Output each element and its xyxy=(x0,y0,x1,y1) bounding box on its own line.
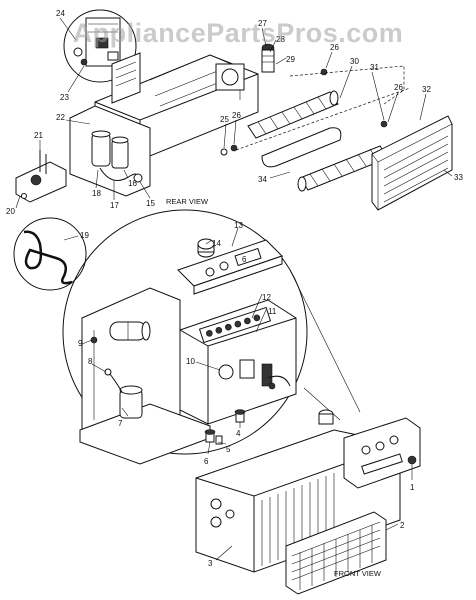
callout-23: 23 xyxy=(60,93,69,102)
callout-13: 13 xyxy=(234,221,243,230)
callout-18: 18 xyxy=(92,189,101,198)
rear-assembly xyxy=(63,9,453,211)
rear-view-label: REAR VIEW xyxy=(166,197,209,206)
callout-24: 24 xyxy=(56,9,65,18)
callout-5: 5 xyxy=(226,445,231,454)
callout-12: 12 xyxy=(262,293,271,302)
callout-3: 3 xyxy=(208,559,213,568)
control-detail-circle xyxy=(62,209,361,465)
callout-14: 14 xyxy=(212,239,221,248)
callout-32: 32 xyxy=(422,85,431,94)
callout-33: 33 xyxy=(454,173,463,182)
callout-21: 21 xyxy=(34,131,43,140)
callout-17: 17 xyxy=(110,201,119,210)
callout-28: 28 xyxy=(276,35,285,44)
callout-8: 8 xyxy=(88,357,93,366)
callout-26b: 26 xyxy=(394,83,403,92)
callout-31: 31 xyxy=(370,63,379,72)
callout-4: 4 xyxy=(236,429,241,438)
callout-26: 26 xyxy=(330,43,339,52)
callout-11: 11 xyxy=(268,307,277,316)
callout-16: 16 xyxy=(128,179,137,188)
callout-25: 25 xyxy=(220,115,229,124)
callout-15: 15 xyxy=(146,199,155,208)
front-unit xyxy=(195,409,421,595)
front-view-label: FRONT VIEW xyxy=(334,569,382,578)
callout-7: 7 xyxy=(118,419,123,428)
front-grille xyxy=(285,511,387,595)
inset-circle-control xyxy=(63,9,137,83)
callout-34: 34 xyxy=(258,175,267,184)
callout-9: 9 xyxy=(78,339,83,348)
callout-20: 20 xyxy=(6,207,15,216)
callout-1: 1 xyxy=(410,483,415,492)
callout-29: 29 xyxy=(286,55,295,64)
callout-22: 22 xyxy=(56,113,65,122)
tubing-inset xyxy=(13,217,87,291)
leader-lines xyxy=(15,17,453,561)
callout-19: 19 xyxy=(80,231,89,240)
callout-26c: 26 xyxy=(232,111,241,120)
callout-6: 6 xyxy=(242,255,247,264)
relay-bracket-part xyxy=(15,150,67,203)
callout-numbers: 24 23 27 28 29 26 30 31 26 32 33 34 25 2… xyxy=(6,9,463,568)
callout-27: 27 xyxy=(258,19,267,28)
callout-2: 2 xyxy=(400,521,405,530)
callout-6b: 6 xyxy=(204,457,209,466)
blower-wheel-upper xyxy=(247,90,339,139)
callout-30: 30 xyxy=(350,57,359,66)
rear-grille-panel xyxy=(371,115,453,211)
callout-10: 10 xyxy=(186,357,195,366)
